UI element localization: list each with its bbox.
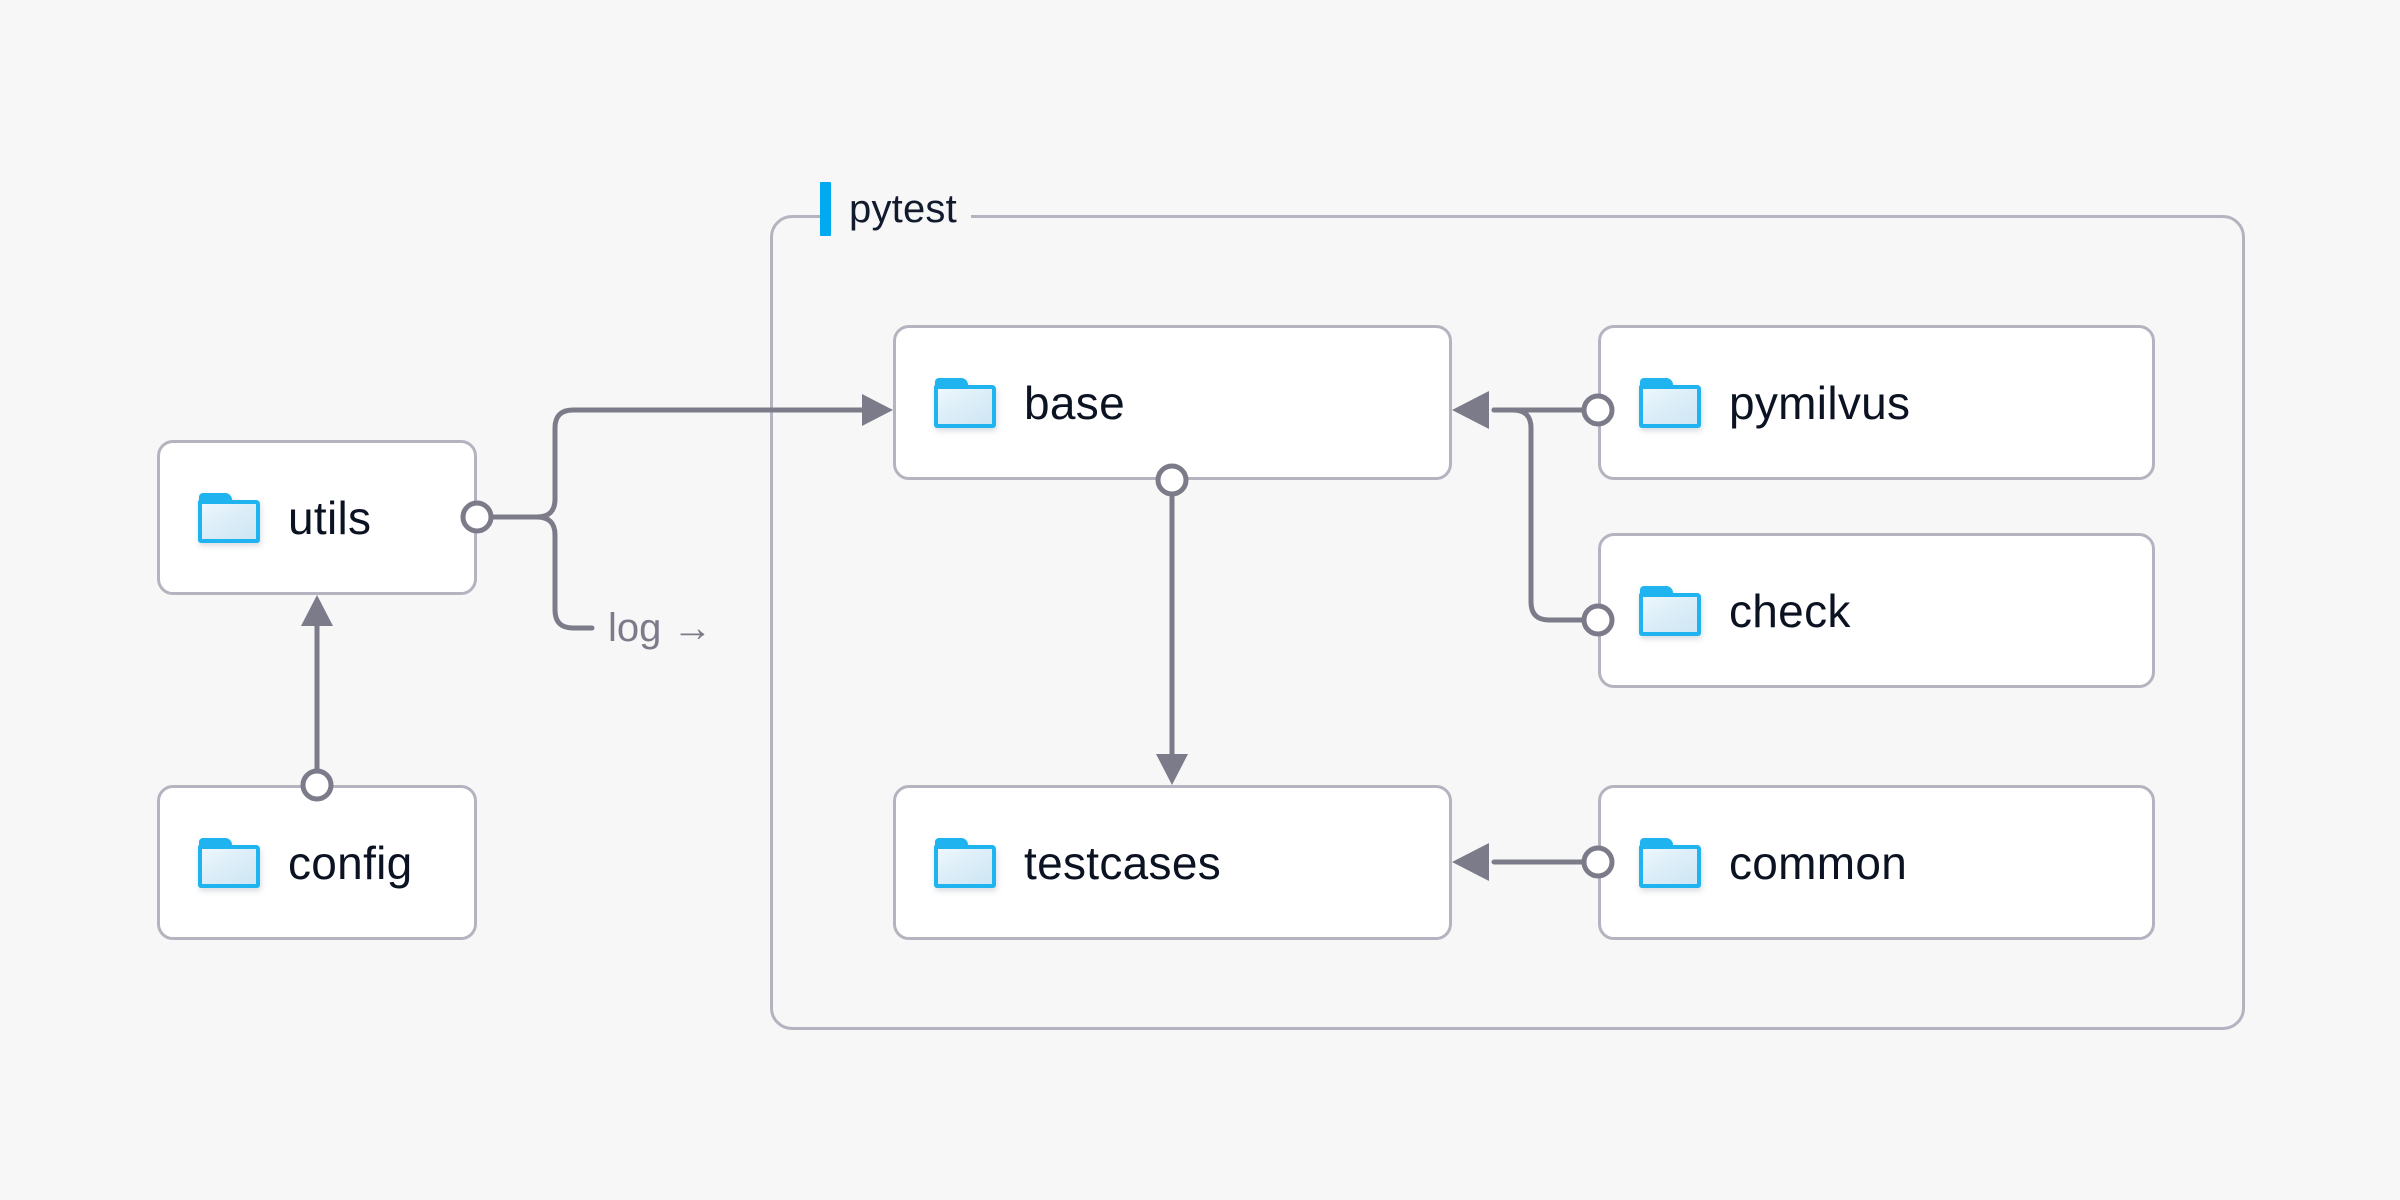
group-title: pytest <box>849 187 957 231</box>
node-base[interactable]: base <box>893 325 1452 480</box>
edge-config-to-utils <box>301 595 333 774</box>
group-header-pytest[interactable]: pytest <box>820 178 971 240</box>
folder-icon <box>934 377 996 428</box>
edge-utils-to-log <box>489 514 595 631</box>
folder-icon <box>1639 377 1701 428</box>
folder-icon <box>198 492 260 543</box>
node-testcases[interactable]: testcases <box>893 785 1452 940</box>
folder-icon <box>1639 585 1701 636</box>
node-config[interactable]: config <box>157 785 477 940</box>
node-base-content: base <box>896 376 1125 429</box>
node-check[interactable]: check <box>1598 533 2155 688</box>
node-common-label: common <box>1729 836 1908 889</box>
accent-bar-icon <box>820 182 831 236</box>
node-common[interactable]: common <box>1598 785 2155 940</box>
node-utils-content: utils <box>160 491 372 544</box>
group-container-pytest[interactable] <box>770 215 2245 1030</box>
node-testcases-content: testcases <box>896 836 1222 889</box>
node-config-label: config <box>288 836 413 889</box>
node-config-content: config <box>160 836 413 889</box>
node-check-label: check <box>1729 584 1851 637</box>
node-check-content: check <box>1601 584 1851 637</box>
node-utils[interactable]: utils <box>157 440 477 595</box>
node-common-content: common <box>1601 836 1908 889</box>
node-pymilvus-content: pymilvus <box>1601 376 1911 429</box>
folder-icon <box>1639 837 1701 888</box>
node-testcases-label: testcases <box>1024 836 1222 889</box>
node-pymilvus-label: pymilvus <box>1729 376 1911 429</box>
node-utils-label: utils <box>288 491 372 544</box>
folder-icon <box>934 837 996 888</box>
node-pymilvus[interactable]: pymilvus <box>1598 325 2155 480</box>
edge-label-log: log → <box>608 606 713 650</box>
node-base-label: base <box>1024 376 1125 429</box>
folder-icon <box>198 837 260 888</box>
